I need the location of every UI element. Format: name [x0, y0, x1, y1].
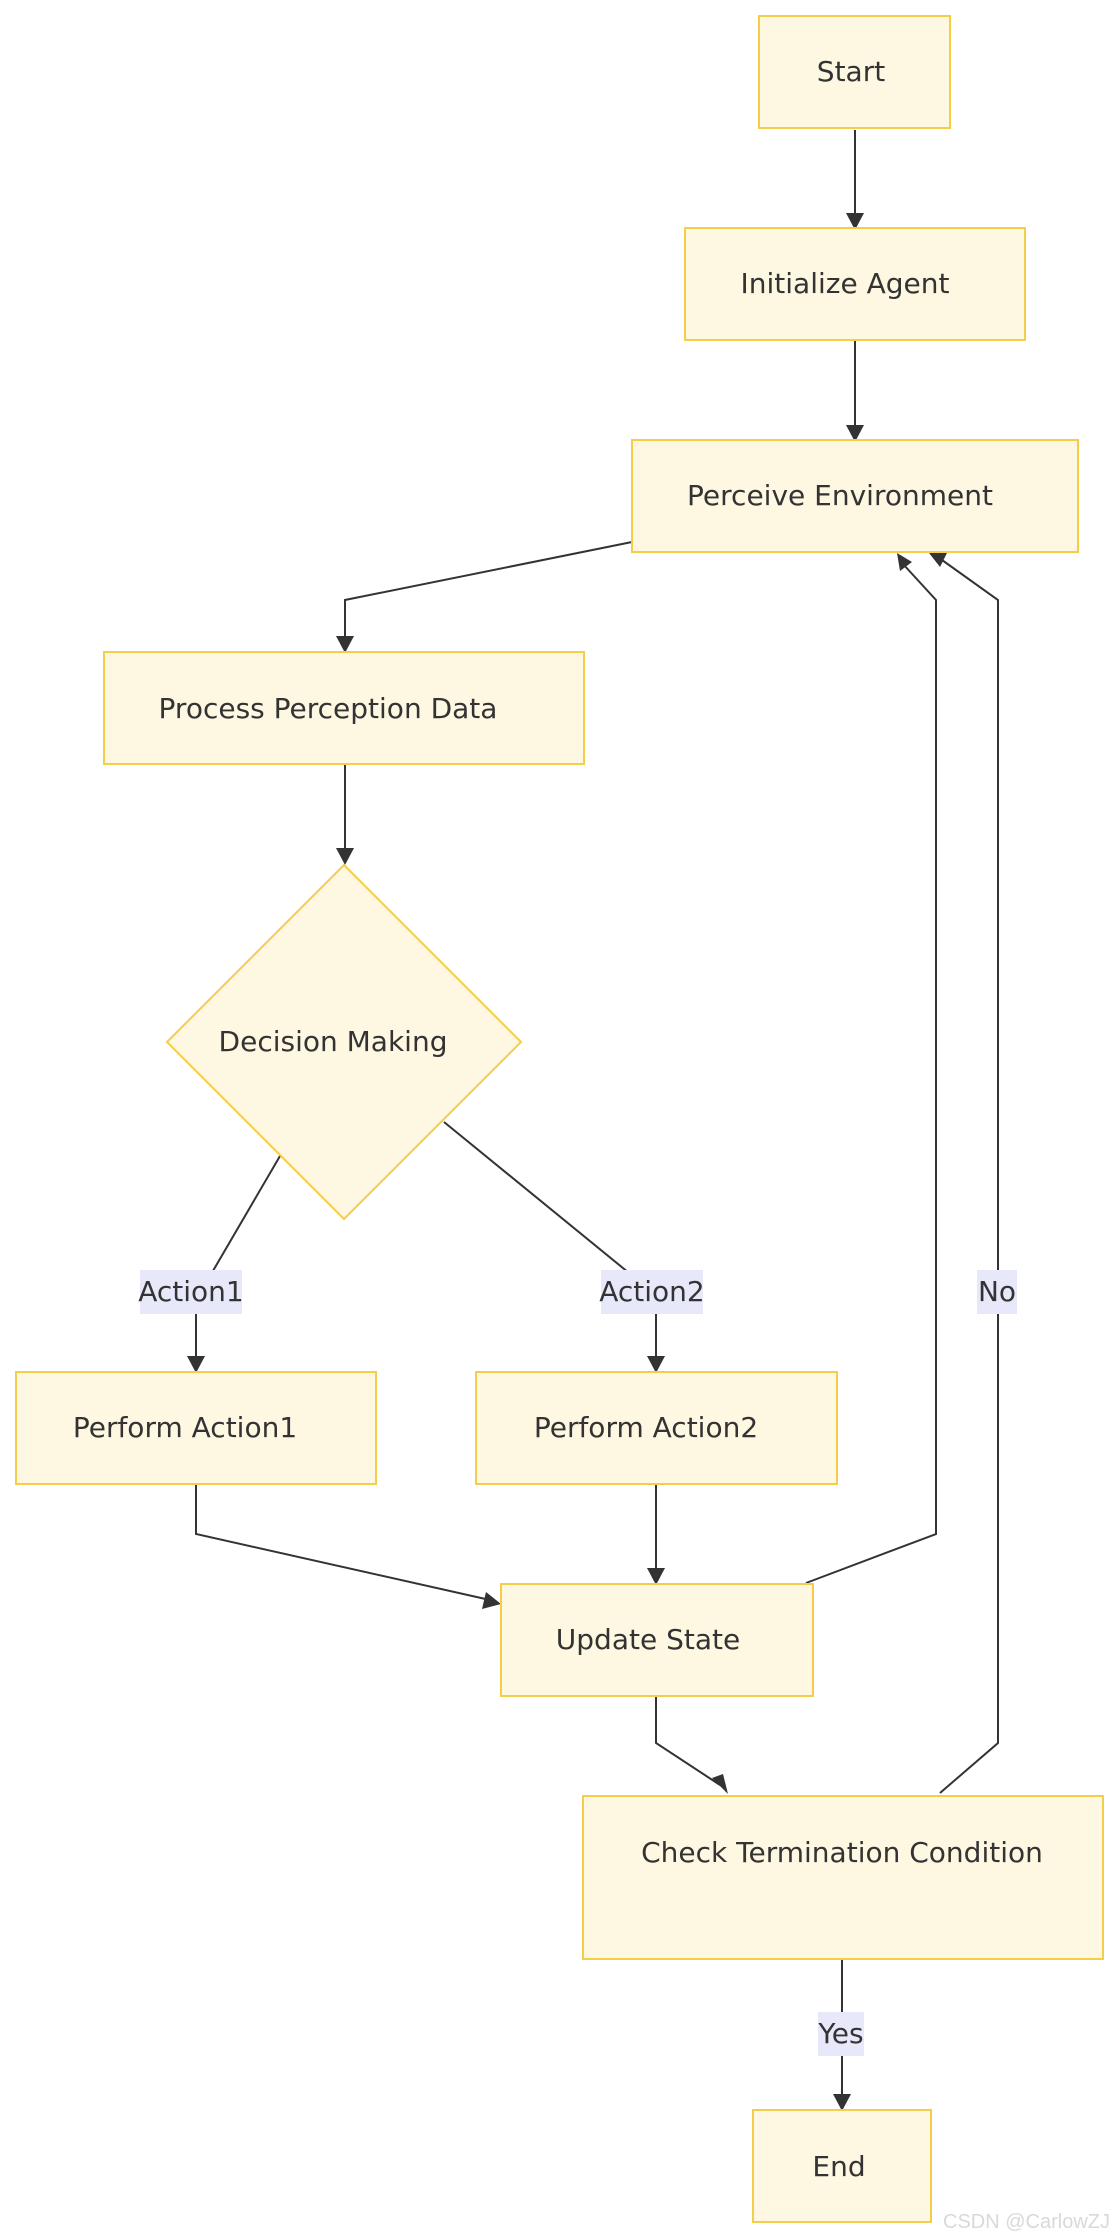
edge-label-background [140, 1270, 242, 1314]
edge-update-to-perceive [805, 563, 937, 1584]
edge-decision-to-action2 [443, 1121, 657, 1360]
node-label: Start [817, 55, 885, 88]
edge-update-to-check [655, 1695, 721, 1786]
node-perform-action1: Perform Action1 [15, 1371, 377, 1485]
arrowhead [482, 1592, 501, 1609]
edge-decision-to-action1 [195, 1155, 281, 1360]
node-process-perception-data: Process Perception Data [103, 651, 585, 765]
arrowhead [897, 553, 912, 571]
arrowhead [846, 425, 864, 442]
node-decision-making: Decision Making [165, 863, 523, 1221]
edge-label-action1: Action1 [138, 1270, 244, 1314]
node-perform-action2: Perform Action2 [475, 1371, 838, 1485]
node-start: Start [758, 15, 951, 129]
edge-label-yes: Yes [817, 2012, 864, 2056]
edge-label-action2: Action2 [599, 1270, 705, 1314]
edge-label-text: Action2 [599, 1275, 705, 1308]
node-end: End [752, 2109, 932, 2223]
node-perceive-environment: Perceive Environment [631, 439, 1079, 553]
node-box [500, 1583, 814, 1697]
node-box [475, 1371, 838, 1485]
node-box [758, 15, 951, 129]
arrowhead [187, 1356, 205, 1373]
node-box [103, 651, 585, 765]
edge-label-background [601, 1270, 703, 1314]
edge-label-no: No [977, 1270, 1017, 1314]
node-label: Process Perception Data [159, 692, 498, 725]
node-box [631, 439, 1079, 553]
edge-label-text: Action1 [138, 1275, 244, 1308]
arrowhead [647, 1356, 665, 1373]
node-box [582, 1795, 1104, 1960]
arrowhead [712, 1774, 728, 1794]
edge-label-background [977, 1270, 1017, 1314]
node-box [752, 2109, 932, 2223]
edge-perceive-to-process [344, 541, 633, 640]
edge-check-to-perceive-no [939, 559, 999, 1794]
node-label: Perform Action1 [73, 1411, 297, 1444]
node-label: Perform Action2 [534, 1411, 758, 1444]
node-label: Decision Making [219, 1025, 448, 1058]
watermark-text: CSDN @CarlowZJ [943, 2211, 1110, 2233]
arrowhead [929, 553, 947, 567]
node-label: Initialize Agent [741, 267, 950, 300]
node-label: Update State [556, 1623, 740, 1656]
edge-label-text: No [978, 1275, 1016, 1308]
edge-label-text: Yes [817, 2017, 863, 2050]
arrowhead [336, 636, 354, 653]
decision-diamond [165, 863, 523, 1221]
arrowhead [846, 213, 864, 230]
arrowhead [833, 2094, 851, 2111]
edge-action1-to-update [195, 1483, 491, 1601]
node-initialize-agent: Initialize Agent [684, 227, 1026, 341]
node-label: Check Termination Condition [641, 1836, 1043, 1869]
node-box [15, 1371, 377, 1485]
arrowhead [647, 1568, 665, 1585]
node-update-state: Update State [500, 1583, 814, 1697]
edge-label-background [818, 2012, 864, 2056]
node-check-termination-condition: Check Termination Condition [582, 1795, 1104, 1960]
node-box [684, 227, 1026, 341]
node-label: Perceive Environment [687, 479, 993, 512]
node-label: End [812, 2150, 865, 2183]
arrowhead [336, 848, 354, 865]
